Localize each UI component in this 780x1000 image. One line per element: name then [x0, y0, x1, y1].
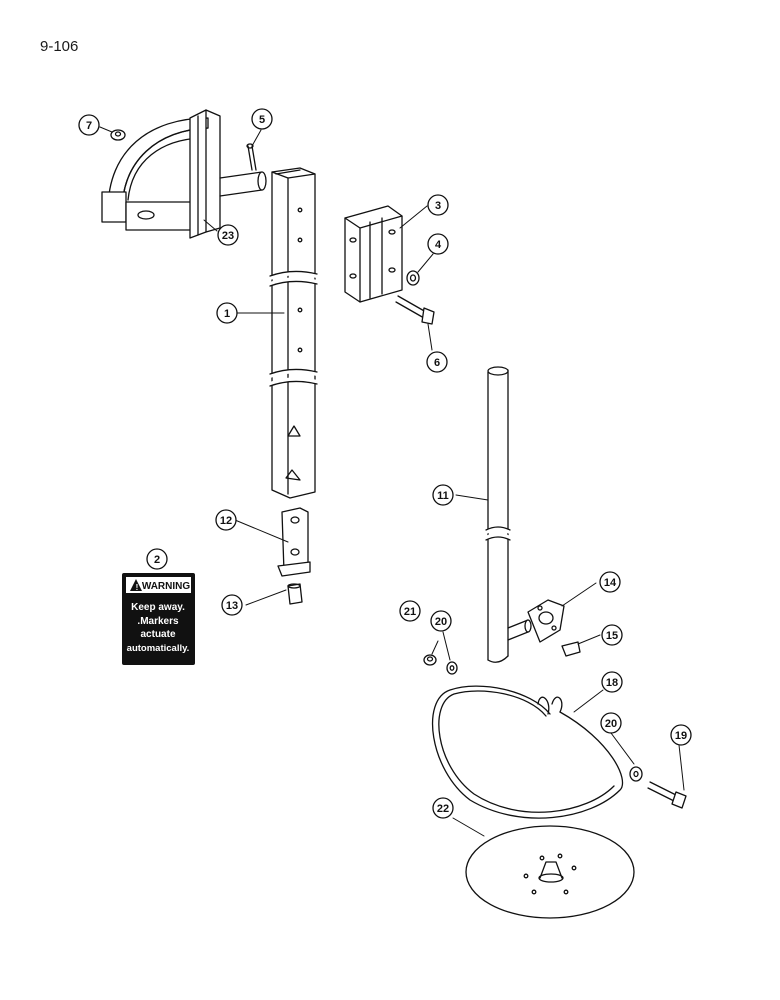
- callout-4: 4: [427, 233, 449, 255]
- warning-line-4: automatically.: [127, 643, 190, 654]
- callout-12: 12: [215, 509, 237, 531]
- svg-text:19: 19: [675, 730, 687, 742]
- callout-20-lower: 20: [600, 712, 622, 734]
- washer-part-4: [406, 270, 420, 286]
- callout-1: 1: [216, 302, 238, 324]
- callout-21: 21: [399, 600, 421, 622]
- warning-line-1: Keep away.: [131, 602, 185, 613]
- pin-part-5: [246, 143, 257, 171]
- washer-part-20a: [446, 661, 458, 675]
- callout-14: 14: [599, 571, 621, 593]
- callout-6: 6: [426, 351, 448, 373]
- svg-text:11: 11: [437, 490, 449, 502]
- svg-text:21: 21: [404, 606, 416, 618]
- warning-line-3: actuate: [140, 629, 175, 640]
- callout-23: 23: [217, 224, 239, 246]
- rod-part-11: [484, 366, 532, 663]
- nut-part-7: [110, 129, 126, 141]
- warning-decal: ! WARNING Keep away. .Markers actuate au…: [122, 573, 195, 665]
- svg-text:20: 20: [605, 718, 617, 730]
- svg-text:12: 12: [220, 515, 232, 527]
- svg-text:22: 22: [437, 803, 449, 815]
- callout-19: 19: [670, 724, 692, 746]
- svg-text:3: 3: [435, 200, 441, 212]
- nut-part-21: [423, 654, 437, 666]
- warning-header: WARNING: [142, 581, 191, 592]
- set-screw-part-13: [287, 583, 303, 605]
- callout-labels: 7 5 23 3 4 6 1 12 13 2 11 14 15 21 20 18…: [78, 108, 692, 819]
- warning-triangle-icon: [130, 579, 142, 591]
- clamp-part-14: [527, 599, 565, 643]
- callout-5: 5: [251, 108, 273, 130]
- svg-text:18: 18: [606, 677, 618, 689]
- callout-2: 2: [146, 548, 168, 570]
- svg-text:23: 23: [222, 230, 234, 242]
- arc-bracket-part: [101, 109, 267, 239]
- bolt-part-6: [395, 295, 435, 325]
- callout-11: 11: [432, 484, 454, 506]
- svg-text:15: 15: [606, 630, 618, 642]
- page-number: 9-106: [40, 38, 79, 55]
- marker-tube-part-1: [268, 167, 319, 499]
- leader-lines: [99, 126, 685, 837]
- mount-bracket-part-3: [344, 205, 403, 303]
- callout-22: 22: [432, 797, 454, 819]
- callout-7: 7: [78, 114, 100, 136]
- svg-text:1: 1: [224, 308, 230, 320]
- svg-text:4: 4: [435, 239, 442, 251]
- bolt-part-15: [561, 641, 581, 657]
- washer-part-20b: [629, 766, 643, 782]
- svg-text:13: 13: [226, 600, 238, 612]
- callout-3: 3: [427, 194, 449, 216]
- callout-20-upper: 20: [430, 610, 452, 632]
- svg-text:!: !: [136, 583, 139, 592]
- disc-part-22: [465, 825, 635, 919]
- callout-15: 15: [601, 624, 623, 646]
- svg-text:7: 7: [86, 120, 92, 132]
- svg-text:5: 5: [259, 114, 265, 126]
- svg-text:20: 20: [435, 616, 447, 628]
- svg-text:6: 6: [434, 357, 440, 369]
- svg-text:2: 2: [154, 554, 160, 566]
- svg-text:14: 14: [604, 577, 617, 589]
- callout-18: 18: [601, 671, 623, 693]
- callout-13: 13: [221, 594, 243, 616]
- tube-plug-part-12: [277, 507, 311, 577]
- warning-line-2: .Markers: [137, 616, 179, 627]
- bolt-part-19: [647, 781, 687, 809]
- wire-guard-part-18: [431, 685, 624, 819]
